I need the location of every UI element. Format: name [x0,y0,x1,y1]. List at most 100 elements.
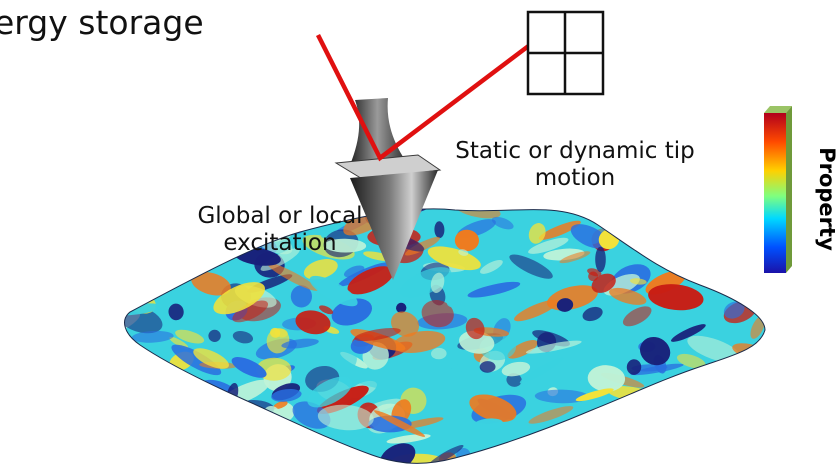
page-title: ergy storage [0,3,204,42]
surface-patch [354,327,401,342]
surface-patch [267,262,318,291]
surface-patch [559,251,591,264]
surface-patch [510,289,523,300]
surface-patch [124,214,143,246]
surface-patch [217,410,249,425]
surface-patch [594,437,626,463]
surface-patch [685,252,710,270]
surface-patch [161,437,183,464]
surface-patch [570,224,609,249]
surface-patch [281,338,319,349]
surface-patch [506,373,522,387]
surface-patch [271,388,302,402]
surface-patch [124,413,148,437]
surface-patch [179,386,213,415]
surface-patch [591,273,616,293]
surface-patch [295,450,334,463]
colorbar-label: Property [812,124,840,274]
surface-patch [673,426,696,439]
surface-patch [743,420,765,446]
surface-patch [169,336,189,349]
surface-patch [750,315,765,339]
surface-patch [428,444,464,464]
surface-patch [232,300,269,323]
surface-patch [501,361,531,377]
surface-patch [149,398,187,420]
surface-patch [748,436,765,459]
surface-patch [595,246,606,273]
surface-patch [625,405,662,435]
surface-patch [671,324,706,342]
surface-patch [193,348,229,369]
surface-patch [611,448,654,456]
surface-patch [250,439,292,448]
surface-patch [386,434,431,444]
surface-patch [528,406,574,424]
surface-patch [616,428,640,444]
surface-patch [317,404,374,431]
surface-patch [347,266,394,295]
surface-patch [661,379,683,399]
surface-patch [303,259,338,280]
surface-patch [554,426,584,444]
surface-patch [584,418,606,437]
surface-patch [571,432,607,459]
surface-patch [379,443,416,464]
surface-patch [124,253,142,265]
surface-patch [514,299,559,322]
surface-patch [449,360,476,374]
surface-patch [575,388,614,402]
surface-patch [459,330,495,354]
surface-patch [231,357,267,378]
surface-patch [124,210,177,235]
surface-patch [213,282,265,315]
surface-patch [519,357,564,384]
surface-patch [295,310,331,335]
surface-patch [454,229,479,252]
surface-patch [289,456,334,464]
surface-patch [733,357,765,381]
surface-patch [473,418,504,431]
surface-patch [617,436,632,461]
surface-patch [630,363,684,376]
surface-patch [711,380,743,404]
quadrant-photodiode-icon [526,10,605,96]
surface-patch [723,301,745,319]
surface-patch [638,230,663,239]
surface-patch [465,317,485,340]
surface-patch [513,447,555,464]
surface-patch [309,275,358,307]
surface-patch [232,455,273,464]
surface-patch [124,455,152,464]
surface-patch [434,221,445,239]
surface-patch [682,442,711,464]
surface-patch [446,296,467,308]
surface-patch [430,272,445,293]
property-colorbar [764,106,792,273]
surface-patch [208,329,221,343]
surface-patch [507,339,538,359]
surface-patch [528,223,546,244]
surface-patch [582,306,603,322]
colorbar-label-text: Property [815,147,839,251]
surface-patch [509,254,553,279]
surface-patch [670,431,700,443]
surface-patch [674,258,702,270]
surface-patch [648,414,682,441]
surface-patch [324,238,367,253]
surface-patch [124,449,181,459]
surface-patch [682,452,701,464]
surface-patch [629,278,647,285]
surface-patch [273,401,288,409]
surface-patch [595,409,638,423]
surface-patch [609,287,647,305]
surface-patch [343,265,365,278]
surface-patch [534,389,589,404]
surface-patch [421,300,454,328]
surface-patch [431,347,447,360]
laser-beam [315,24,557,162]
surface-patch [458,249,469,256]
surface-patch [733,208,763,217]
surface-patch [662,430,707,448]
